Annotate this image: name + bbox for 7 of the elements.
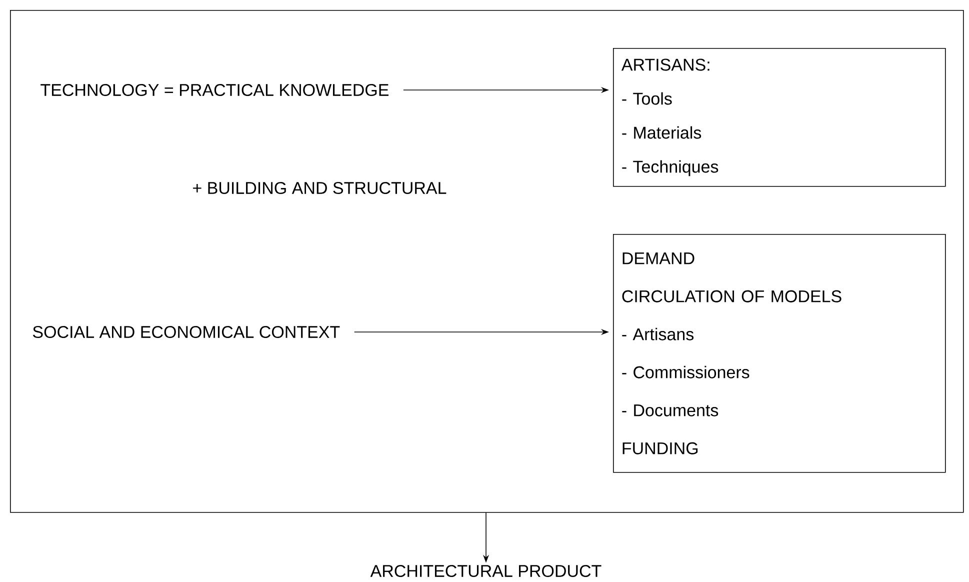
list-box: ARTISANS: - Tools - Materials - Techniques <box>613 48 946 187</box>
list-box: DEMAND CIRCULATION OF MODELS - Artisans - Commissioners - Documents FUNDING <box>613 234 946 473</box>
concept-text: TECHNOLOGY = PRACTICAL KNOWLEDGE <box>40 84 388 96</box>
frame-box <box>10 10 964 513</box>
concept-text: ARCHITECTURAL PRODUCT <box>370 564 602 578</box>
note-text: + BUILDING AND STRUCTURAL <box>193 182 446 194</box>
concept-text: SOCIAL AND ECONOMICAL CONTEXT <box>32 326 340 338</box>
